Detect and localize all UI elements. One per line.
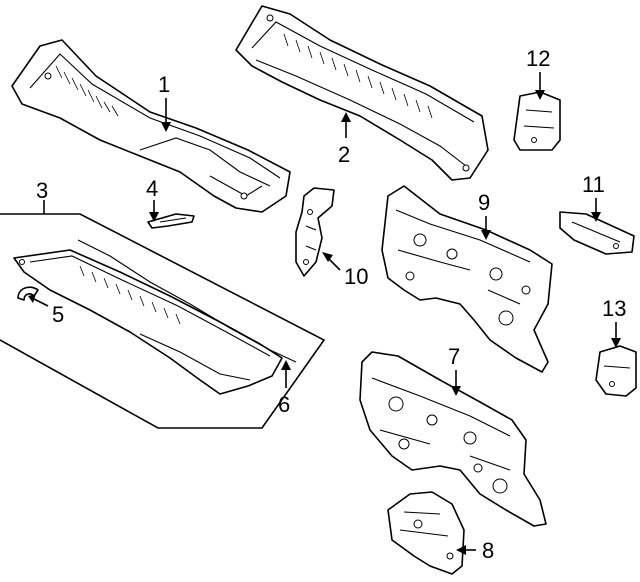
part-5-clip <box>17 286 39 301</box>
callout-8: 8 <box>482 538 494 563</box>
callout-3: 3 <box>36 178 48 203</box>
callout-12: 12 <box>526 46 550 71</box>
callout-2: 2 <box>338 142 350 167</box>
group-3-outline <box>0 213 326 429</box>
callout-7: 7 <box>448 344 460 369</box>
part-2-cowl-top <box>235 5 489 181</box>
callout-5: 5 <box>52 302 64 327</box>
part-13-bracket <box>595 345 637 397</box>
leader-lines <box>28 72 621 555</box>
callout-9: 9 <box>478 190 490 215</box>
callout-1: 1 <box>158 72 170 97</box>
callout-6: 6 <box>278 392 290 417</box>
part-4-bracket <box>147 213 195 229</box>
part-10-side-bracket <box>295 187 335 277</box>
callout-10: 10 <box>344 264 368 289</box>
callout-13: 13 <box>602 296 626 321</box>
part-1-cowl-panel <box>11 39 291 213</box>
callout-11: 11 <box>582 172 605 197</box>
part-7-dash-panel <box>359 351 547 527</box>
part-6-seal-strip <box>77 239 297 363</box>
part-3-cowl-assembly <box>13 249 283 395</box>
part-9-dash-insulator <box>381 185 553 373</box>
part-8-lower-bracket <box>387 491 465 575</box>
part-12-bracket <box>513 91 561 151</box>
callout-4: 4 <box>146 176 158 201</box>
